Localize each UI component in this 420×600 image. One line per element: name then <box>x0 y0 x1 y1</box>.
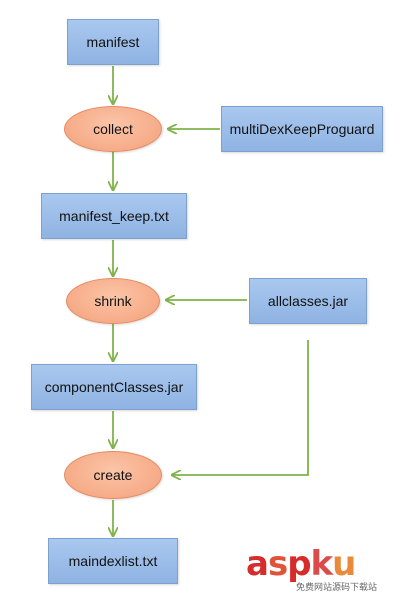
node-maindexlist: maindexlist.txt <box>48 538 178 584</box>
arrow-allclasses-to-create <box>172 340 309 475</box>
node-allclasses: allclasses.jar <box>249 278 367 324</box>
node-shrink: shrink <box>66 278 160 324</box>
node-manifest: manifest <box>67 19 159 65</box>
node-create: create <box>64 451 162 499</box>
node-collect: collect <box>64 106 162 152</box>
node-multidex-keep-proguard: multiDexKeepProguard <box>221 106 383 152</box>
watermark-logo: aspku <box>246 544 356 584</box>
watermark-subtitle: 免费网站源码下载站 <box>296 582 378 592</box>
node-component-classes: componentClasses.jar <box>31 364 197 410</box>
node-manifest-keep: manifest_keep.txt <box>41 193 187 239</box>
watermark: aspku 免费网站源码下载站 <box>246 544 416 596</box>
